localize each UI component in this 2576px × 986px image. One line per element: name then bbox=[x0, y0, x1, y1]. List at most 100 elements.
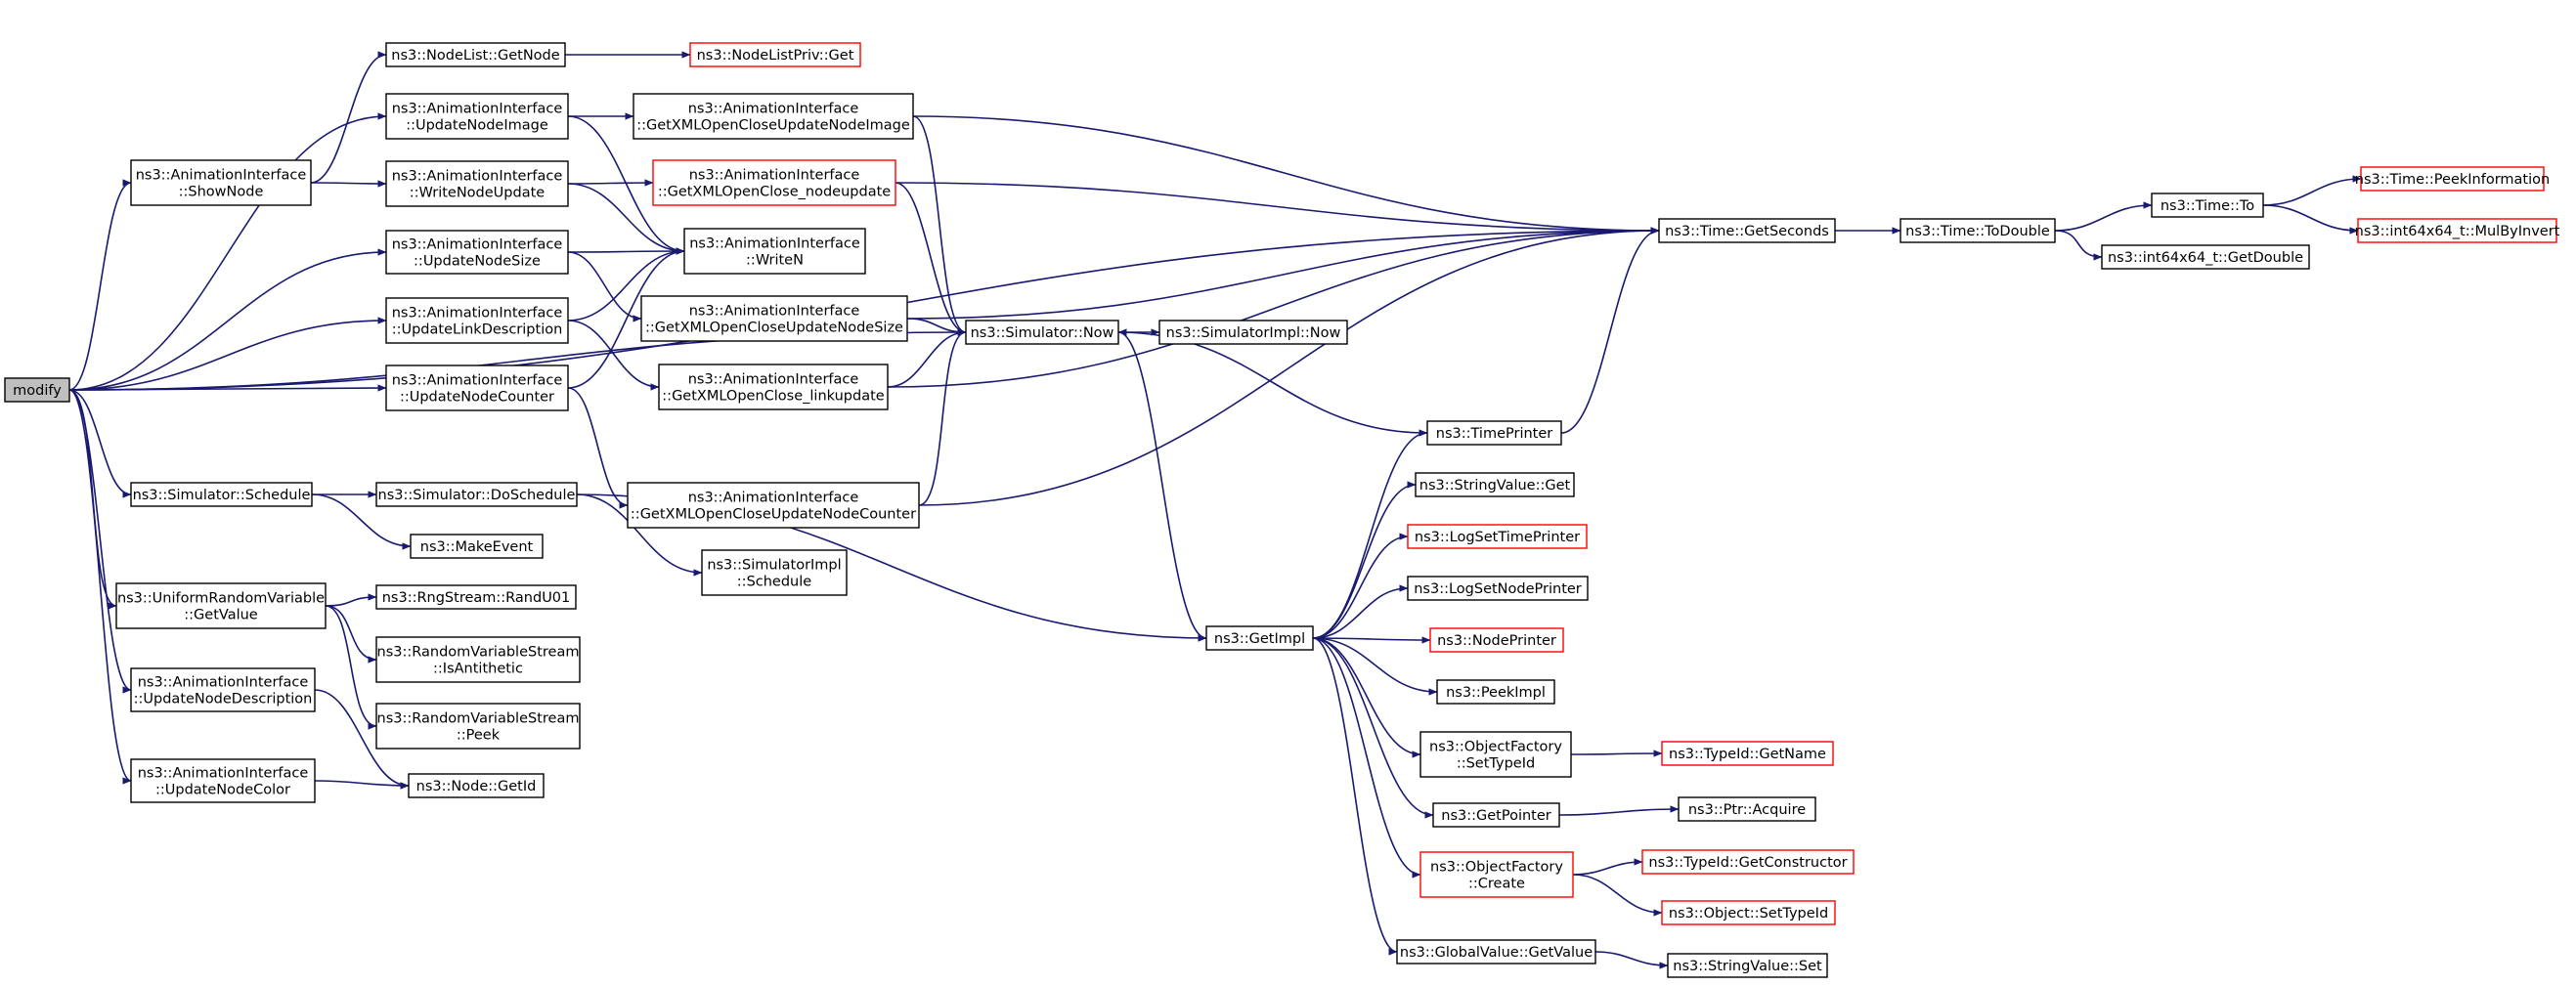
node-label: ns3::GetImpl bbox=[1214, 631, 1305, 647]
node-label: ns3::AnimationInterface bbox=[138, 675, 309, 691]
node-upd-node-color[interactable]: ns3::AnimationInterface::UpdateNodeColor bbox=[130, 758, 316, 803]
node-type-id-get-name[interactable]: ns3::TypeId::GetName bbox=[1661, 741, 1834, 766]
node-box bbox=[1419, 731, 1572, 778]
node-show-node[interactable]: ns3::AnimationInterface::ShowNode bbox=[130, 159, 312, 206]
node-is-antithetic[interactable]: ns3::RandomVariableStream::IsAntithetic bbox=[375, 636, 581, 683]
node-upd-node-counter[interactable]: ns3::AnimationInterface::UpdateNodeCount… bbox=[385, 364, 569, 411]
node-label: ::IsAntithetic bbox=[433, 662, 523, 677]
edge-urv-get-value-to-peek bbox=[325, 605, 377, 730]
node-upd-node-desc[interactable]: ns3::AnimationInterface::UpdateNodeDescr… bbox=[130, 667, 316, 712]
node-get-double[interactable]: ns3::int64x64_t::GetDouble bbox=[2101, 244, 2310, 270]
node-label: ns3::Ptr::Acquire bbox=[1688, 802, 1806, 818]
node-do-schedule[interactable]: ns3::Simulator::DoSchedule bbox=[375, 482, 578, 507]
node-type-id-get-ctor[interactable]: ns3::TypeId::GetConstructor bbox=[1641, 849, 1855, 875]
node-label: ns3::GetPointer bbox=[1441, 808, 1551, 824]
node-node-get-id[interactable]: ns3::Node::GetId bbox=[408, 773, 545, 798]
node-label: ns3::Object::SetTypeId bbox=[1669, 906, 1828, 922]
node-time-printer[interactable]: ns3::TimePrinter bbox=[1426, 420, 1562, 446]
node-label: ns3::Simulator::Schedule bbox=[133, 488, 311, 503]
edge-upd-node-counter-to-write-n bbox=[567, 247, 685, 389]
node-node-list-priv-get[interactable]: ns3::NodeListPriv::Get bbox=[689, 42, 861, 67]
node-string-value-get[interactable]: ns3::StringValue::Get bbox=[1415, 472, 1575, 497]
edge-xml-linkupdate-to-sim-now bbox=[887, 328, 967, 388]
node-upd-node-size[interactable]: ns3::AnimationInterface::UpdateNodeSize bbox=[385, 230, 569, 275]
node-modify[interactable]: modify bbox=[4, 377, 70, 403]
edges-layer bbox=[68, 51, 2362, 969]
node-mul-by-invert[interactable]: ns3::int64x64_t::MulByInvert bbox=[2355, 218, 2560, 243]
node-ptr-acquire[interactable]: ns3::Ptr::Acquire bbox=[1678, 796, 1816, 822]
edge-upd-node-size-to-xml-node-size bbox=[567, 251, 642, 322]
node-make-event[interactable]: ns3::MakeEvent bbox=[410, 534, 544, 559]
node-label: ns3::TypeId::GetName bbox=[1669, 747, 1826, 762]
node-label: ns3::Simulator::Now bbox=[971, 325, 1114, 341]
node-log-set-time-printer[interactable]: ns3::LogSetTimePrinter bbox=[1407, 524, 1588, 549]
node-label: ns3::RngStream::RandU01 bbox=[382, 590, 571, 606]
node-box bbox=[1678, 796, 1816, 822]
node-schedule[interactable]: ns3::Simulator::Schedule bbox=[130, 482, 313, 507]
node-node-list-get-node[interactable]: ns3::NodeList::GetNode bbox=[385, 42, 566, 67]
node-peek-impl[interactable]: ns3::PeekImpl bbox=[1436, 679, 1555, 705]
node-write-n[interactable]: ns3::AnimationInterface::WriteN bbox=[683, 228, 866, 275]
node-xml-node-size[interactable]: ns3::AnimationInterface::GetXMLOpenClose… bbox=[640, 295, 908, 342]
node-label: ::Create bbox=[1468, 877, 1525, 892]
node-box bbox=[701, 549, 848, 596]
node-peek[interactable]: ns3::RandomVariableStream::Peek bbox=[375, 703, 581, 750]
node-xml-nodeupdate[interactable]: ns3::AnimationInterface::GetXMLOpenClose… bbox=[652, 159, 896, 206]
nodes-layer: modifyns3::AnimationInterface::ShowNoden… bbox=[4, 42, 2560, 978]
node-time-to-double[interactable]: ns3::Time::ToDouble bbox=[1899, 218, 2056, 243]
node-box bbox=[633, 93, 914, 140]
node-xml-node-counter[interactable]: ns3::AnimationInterface::GetXMLOpenClose… bbox=[627, 482, 920, 529]
edge-time-to-to-peek-info bbox=[2262, 175, 2362, 206]
edge-get-pointer-to-ptr-acquire bbox=[1558, 805, 1680, 816]
node-time-get-seconds[interactable]: ns3::Time::GetSeconds bbox=[1658, 218, 1836, 243]
node-urv-get-value[interactable]: ns3::UniformRandomVariable::GetValue bbox=[115, 582, 327, 629]
node-box bbox=[410, 534, 544, 559]
edge-xml-node-counter-to-time-get-seconds bbox=[918, 227, 1660, 506]
node-label: ns3::ObjectFactory bbox=[1429, 740, 1562, 755]
edge-time-to-to-mul-by-invert bbox=[2262, 204, 2359, 235]
node-get-impl[interactable]: ns3::GetImpl bbox=[1205, 625, 1314, 651]
node-sim-impl-schedule[interactable]: ns3::SimulatorImpl::Schedule bbox=[701, 549, 848, 596]
node-label: ns3::Time::PeekInformation bbox=[2355, 172, 2550, 188]
node-xml-linkupdate[interactable]: ns3::AnimationInterface::GetXMLOpenClose… bbox=[658, 364, 889, 410]
node-write-node-update[interactable]: ns3::AnimationInterface::WriteNodeUpdate bbox=[385, 160, 569, 207]
node-label: ::ShowNode bbox=[179, 185, 264, 200]
node-label: ns3::NodeListPriv::Get bbox=[697, 48, 854, 64]
node-label: ns3::RandomVariableStream bbox=[377, 645, 580, 661]
node-label: ns3::ObjectFactory bbox=[1430, 860, 1563, 876]
node-gv-get-value[interactable]: ns3::GlobalValue::GetValue bbox=[1396, 939, 1596, 965]
node-box bbox=[683, 228, 866, 275]
node-box bbox=[385, 42, 566, 67]
edge-time-to-double-to-get-double bbox=[2054, 230, 2103, 261]
node-sim-impl-now[interactable]: ns3::SimulatorImpl::Now bbox=[1158, 320, 1348, 345]
node-of-create[interactable]: ns3::ObjectFactory::Create bbox=[1419, 851, 1574, 898]
node-log-set-node-printer[interactable]: ns3::LogSetNodePrinter bbox=[1407, 576, 1589, 601]
node-xml-node-image[interactable]: ns3::AnimationInterface::GetXMLOpenClose… bbox=[633, 93, 914, 140]
node-box bbox=[1419, 851, 1574, 898]
node-box bbox=[658, 364, 889, 410]
node-label: ::UpdateNodeCounter bbox=[400, 390, 554, 406]
node-box bbox=[1661, 900, 1836, 925]
edge-get-impl-to-node-printer bbox=[1312, 636, 1431, 644]
node-box bbox=[385, 160, 569, 207]
node-get-pointer[interactable]: ns3::GetPointer bbox=[1432, 802, 1560, 828]
node-label: ns3::AnimationInterface bbox=[392, 169, 563, 185]
node-rand-u01[interactable]: ns3::RngStream::RandU01 bbox=[375, 584, 577, 610]
node-string-value-set[interactable]: ns3::StringValue::Set bbox=[1667, 953, 1828, 978]
edge-get-impl-to-peek-impl bbox=[1312, 637, 1438, 696]
node-peek-info[interactable]: ns3::Time::PeekInformation bbox=[2355, 166, 2550, 192]
node-label: ns3::Time::GetSeconds bbox=[1665, 224, 1829, 239]
node-node-printer[interactable]: ns3::NodePrinter bbox=[1429, 627, 1564, 653]
node-sim-now[interactable]: ns3::Simulator::Now bbox=[965, 320, 1119, 345]
node-time-to[interactable]: ns3::Time::To bbox=[2151, 193, 2264, 218]
node-label: ::UpdateNodeImage bbox=[406, 118, 548, 134]
node-upd-link-desc[interactable]: ns3::AnimationInterface::UpdateLinkDescr… bbox=[385, 297, 569, 344]
edge-write-node-update-to-write-n bbox=[567, 183, 685, 255]
node-obj-set-type-id[interactable]: ns3::Object::SetTypeId bbox=[1661, 900, 1836, 925]
node-of-set-type-id[interactable]: ns3::ObjectFactory::SetTypeId bbox=[1419, 731, 1572, 778]
node-upd-node-image[interactable]: ns3::AnimationInterface::UpdateNodeImage bbox=[385, 93, 569, 140]
edge-modify-to-upd-node-size bbox=[68, 248, 387, 391]
node-label: ns3::AnimationInterface bbox=[689, 236, 860, 252]
node-label: ::Peek bbox=[457, 728, 501, 744]
edge-modify-to-upd-node-image bbox=[68, 112, 387, 391]
